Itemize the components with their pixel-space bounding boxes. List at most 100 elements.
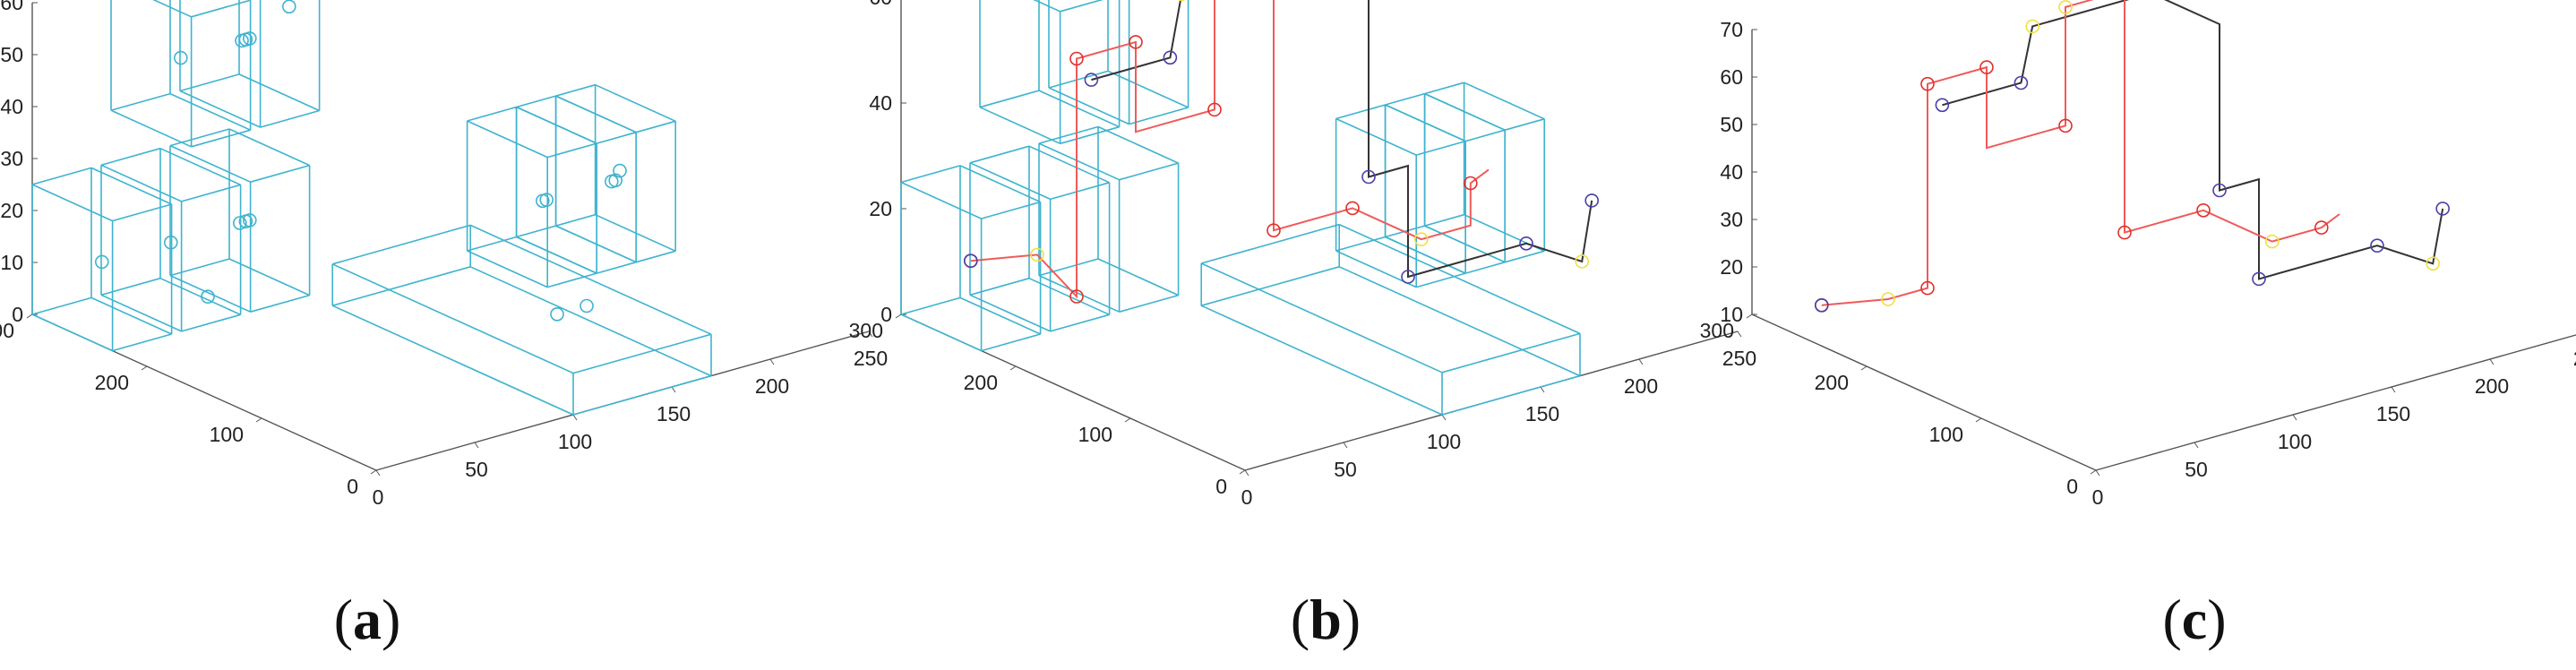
y-tick bbox=[1860, 365, 1868, 371]
caption-a-letter: a bbox=[353, 588, 382, 651]
y-tick bbox=[1124, 417, 1131, 423]
x-tick bbox=[1737, 331, 1742, 338]
yellow-marker bbox=[2426, 256, 2441, 271]
z-tick-label: 60 bbox=[869, 0, 892, 9]
red-marker bbox=[2117, 225, 2132, 240]
caption-b-close: ) bbox=[1341, 588, 1361, 651]
z-tick-label: 60 bbox=[1720, 65, 1743, 89]
z-tick-label: 50 bbox=[1720, 113, 1743, 136]
caption-c-letter: c bbox=[2181, 588, 2208, 651]
x-tick bbox=[769, 358, 775, 365]
z-tick-label: 30 bbox=[1720, 208, 1743, 231]
blue-marker bbox=[2014, 75, 2029, 90]
space-box bbox=[331, 224, 712, 416]
x-tick-label: 150 bbox=[657, 402, 691, 425]
red-marker bbox=[2314, 220, 2329, 235]
yellow-marker bbox=[1030, 247, 1044, 262]
yellow-marker bbox=[2058, 0, 2073, 14]
x-tick bbox=[1638, 358, 1644, 365]
red-marker bbox=[2196, 203, 2211, 218]
space-box bbox=[110, 0, 252, 148]
data-point bbox=[242, 213, 257, 228]
caption-a-open: ( bbox=[333, 588, 353, 651]
z-tick-label: 30 bbox=[0, 147, 23, 170]
blue-marker bbox=[1935, 98, 1950, 113]
x-tick-label: 0 bbox=[373, 485, 384, 509]
data-point bbox=[613, 163, 627, 178]
red-marker bbox=[1207, 102, 1222, 117]
blue-marker bbox=[2435, 202, 2451, 216]
caption-c-close: ) bbox=[2207, 588, 2227, 651]
space-box bbox=[100, 147, 242, 332]
x-tick bbox=[1540, 386, 1545, 393]
chart-b: 05010015020025001002003000204060 bbox=[849, 0, 1756, 509]
x-tick-label: 250 bbox=[854, 347, 888, 370]
red-marker bbox=[2058, 118, 2073, 133]
x-tick-label: 50 bbox=[1334, 458, 1357, 481]
yellow-marker bbox=[2025, 19, 2040, 34]
x-tick bbox=[474, 442, 479, 449]
panel-c: 050100150200250010020030010203040506070 … bbox=[1700, 0, 2576, 670]
z-tick-label: 20 bbox=[869, 197, 892, 220]
yellow-marker bbox=[1575, 254, 1590, 269]
x-tick bbox=[2489, 358, 2494, 365]
x-tick-label: 0 bbox=[1241, 485, 1253, 509]
red-marker bbox=[1129, 35, 1143, 49]
y-tick bbox=[141, 365, 148, 371]
x-tick bbox=[2391, 386, 2396, 393]
y-tick-label: 100 bbox=[210, 423, 244, 446]
y-tick bbox=[1746, 314, 1753, 319]
z-tick-label: 40 bbox=[0, 95, 23, 118]
x-tick bbox=[572, 414, 578, 421]
y-tick-label: 0 bbox=[2066, 475, 2078, 498]
space-box bbox=[31, 167, 173, 352]
y-tick-label: 0 bbox=[1215, 475, 1227, 498]
space-box bbox=[1200, 223, 1581, 416]
y-tick bbox=[255, 417, 262, 423]
red-marker bbox=[1463, 176, 1478, 191]
blue-marker bbox=[1084, 73, 1099, 87]
caption-a-close: ) bbox=[382, 588, 401, 651]
blue-marker bbox=[1519, 236, 1533, 251]
x-tick bbox=[2095, 469, 2100, 477]
space-box bbox=[979, 0, 1121, 145]
red-marker bbox=[1920, 76, 1935, 91]
blue-marker bbox=[1163, 50, 1178, 65]
y-tick-label: 200 bbox=[1815, 371, 1849, 394]
red-route bbox=[1821, 0, 2340, 306]
caption-c-open: ( bbox=[2162, 588, 2182, 651]
y-tick bbox=[370, 469, 377, 475]
x-tick-label: 150 bbox=[1525, 402, 1559, 425]
caption-c: (c) bbox=[2105, 587, 2284, 653]
x-tick-label: 50 bbox=[465, 458, 488, 481]
red-marker bbox=[1979, 60, 1994, 74]
z-tick-label: 50 bbox=[0, 43, 23, 66]
data-point bbox=[282, 0, 296, 14]
y-tick-label: 100 bbox=[1078, 423, 1112, 446]
blue-marker bbox=[2212, 183, 2227, 198]
yellow-marker bbox=[2264, 234, 2280, 249]
data-point bbox=[580, 298, 594, 314]
x-tick-label: 50 bbox=[2185, 458, 2208, 481]
caption-a: (a) bbox=[278, 587, 457, 653]
data-point bbox=[164, 235, 178, 250]
z-tick-label: 10 bbox=[0, 251, 23, 274]
space-box bbox=[1038, 125, 1180, 313]
x-tick-label: 200 bbox=[2475, 374, 2509, 398]
space-box bbox=[515, 95, 637, 274]
y-tick-label: 200 bbox=[964, 371, 998, 394]
x-tick-label: 100 bbox=[1427, 430, 1461, 453]
x-tick-label: 0 bbox=[2092, 485, 2104, 509]
blue-marker bbox=[1401, 270, 1415, 284]
z-tick-label: 0 bbox=[12, 303, 23, 326]
data-point bbox=[174, 50, 188, 65]
blue-marker bbox=[1584, 193, 1600, 208]
space-box bbox=[1423, 82, 1545, 263]
space-box bbox=[169, 128, 311, 313]
y-tick bbox=[1009, 365, 1017, 371]
data-point bbox=[201, 289, 215, 305]
x-tick-label: 250 bbox=[1722, 347, 1756, 370]
red-marker bbox=[1069, 51, 1084, 66]
caption-b-open: ( bbox=[1290, 588, 1310, 651]
blue-marker bbox=[964, 253, 978, 269]
